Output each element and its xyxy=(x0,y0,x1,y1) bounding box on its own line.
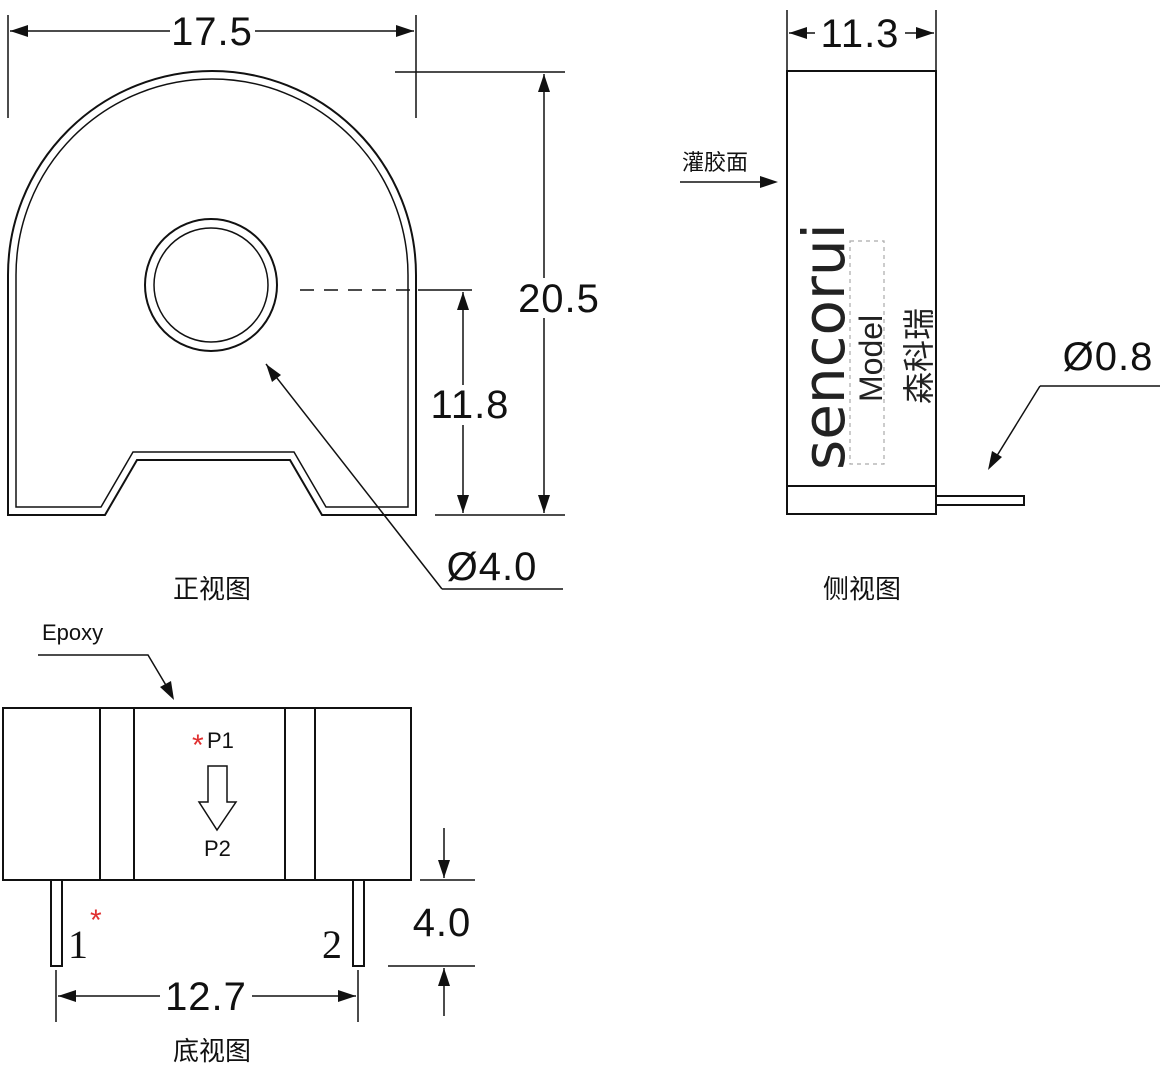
p1-label: P1 xyxy=(207,728,234,753)
arrow-head xyxy=(457,292,469,310)
bottom-view-caption: 底视图 xyxy=(173,1037,251,1067)
width-dim-label: 17.5 xyxy=(171,10,253,54)
arrow-head xyxy=(538,495,550,513)
hole-diameter-dim-label: Ø4.0 xyxy=(447,545,538,589)
pin-2 xyxy=(352,879,365,967)
bottom-view: Epoxy * P1 P2 1 * 2 4.0 12.7 底视图 xyxy=(2,620,475,1067)
arrow-head xyxy=(988,451,1002,470)
arrow-head xyxy=(438,968,450,986)
leader-line xyxy=(989,385,1041,468)
height-dim-label: 20.5 xyxy=(518,277,600,321)
pin-2-label: 2 xyxy=(322,922,342,967)
potting-face-label: 灌胶面 xyxy=(682,150,748,175)
pin-length-dim-label: 4.0 xyxy=(413,901,472,945)
hole-outer xyxy=(144,218,278,352)
side-view: 11.3 灌胶面 sencorui Model 森科瑞 Ø0.8 侧视图 xyxy=(680,10,1160,605)
pin-diameter-dim-label: Ø0.8 xyxy=(1063,335,1154,379)
pin-pitch-dim-label: 12.7 xyxy=(165,975,247,1019)
thickness-dim-label: 11.3 xyxy=(821,12,900,56)
hole-height-dim-label: 11.8 xyxy=(431,383,510,427)
leader-line xyxy=(265,363,443,590)
arrow-head xyxy=(760,176,778,188)
pin-1-label: 1 xyxy=(68,922,88,967)
arrow-head xyxy=(396,25,414,37)
epoxy-leader xyxy=(38,654,171,693)
arrow-head xyxy=(10,25,28,37)
p1-star-mark: * xyxy=(192,729,204,762)
arrow-head xyxy=(538,74,550,92)
model-label: Model xyxy=(853,315,889,402)
arrow-head xyxy=(789,27,807,39)
model-dashed-box xyxy=(849,240,885,465)
p2-label: P2 xyxy=(204,836,231,861)
arrow-head xyxy=(338,990,356,1002)
front-view: 17.5 20.5 11.8 Ø4.0 正视图 xyxy=(7,10,600,605)
arrow-head xyxy=(438,860,450,878)
side-pin xyxy=(935,495,1025,506)
pin-1 xyxy=(50,879,63,967)
epoxy-label: Epoxy xyxy=(42,620,103,645)
arrow-head xyxy=(160,681,174,700)
bottom-body xyxy=(2,707,412,881)
arrow-head xyxy=(266,364,281,382)
front-body-outer xyxy=(7,70,417,516)
brand-cn-text: 森科瑞 xyxy=(900,308,938,404)
pin-1-star-mark: * xyxy=(90,904,102,937)
hole-inner xyxy=(153,227,269,343)
side-body xyxy=(786,70,937,515)
side-view-caption: 侧视图 xyxy=(823,575,901,605)
arrow-head xyxy=(916,27,934,39)
arrow-head xyxy=(457,495,469,513)
front-body-inner xyxy=(15,78,409,508)
brand-text: sencorui xyxy=(790,223,858,470)
current-direction-arrow xyxy=(197,765,238,832)
front-view-caption: 正视图 xyxy=(173,575,251,605)
arrow-head xyxy=(58,990,76,1002)
